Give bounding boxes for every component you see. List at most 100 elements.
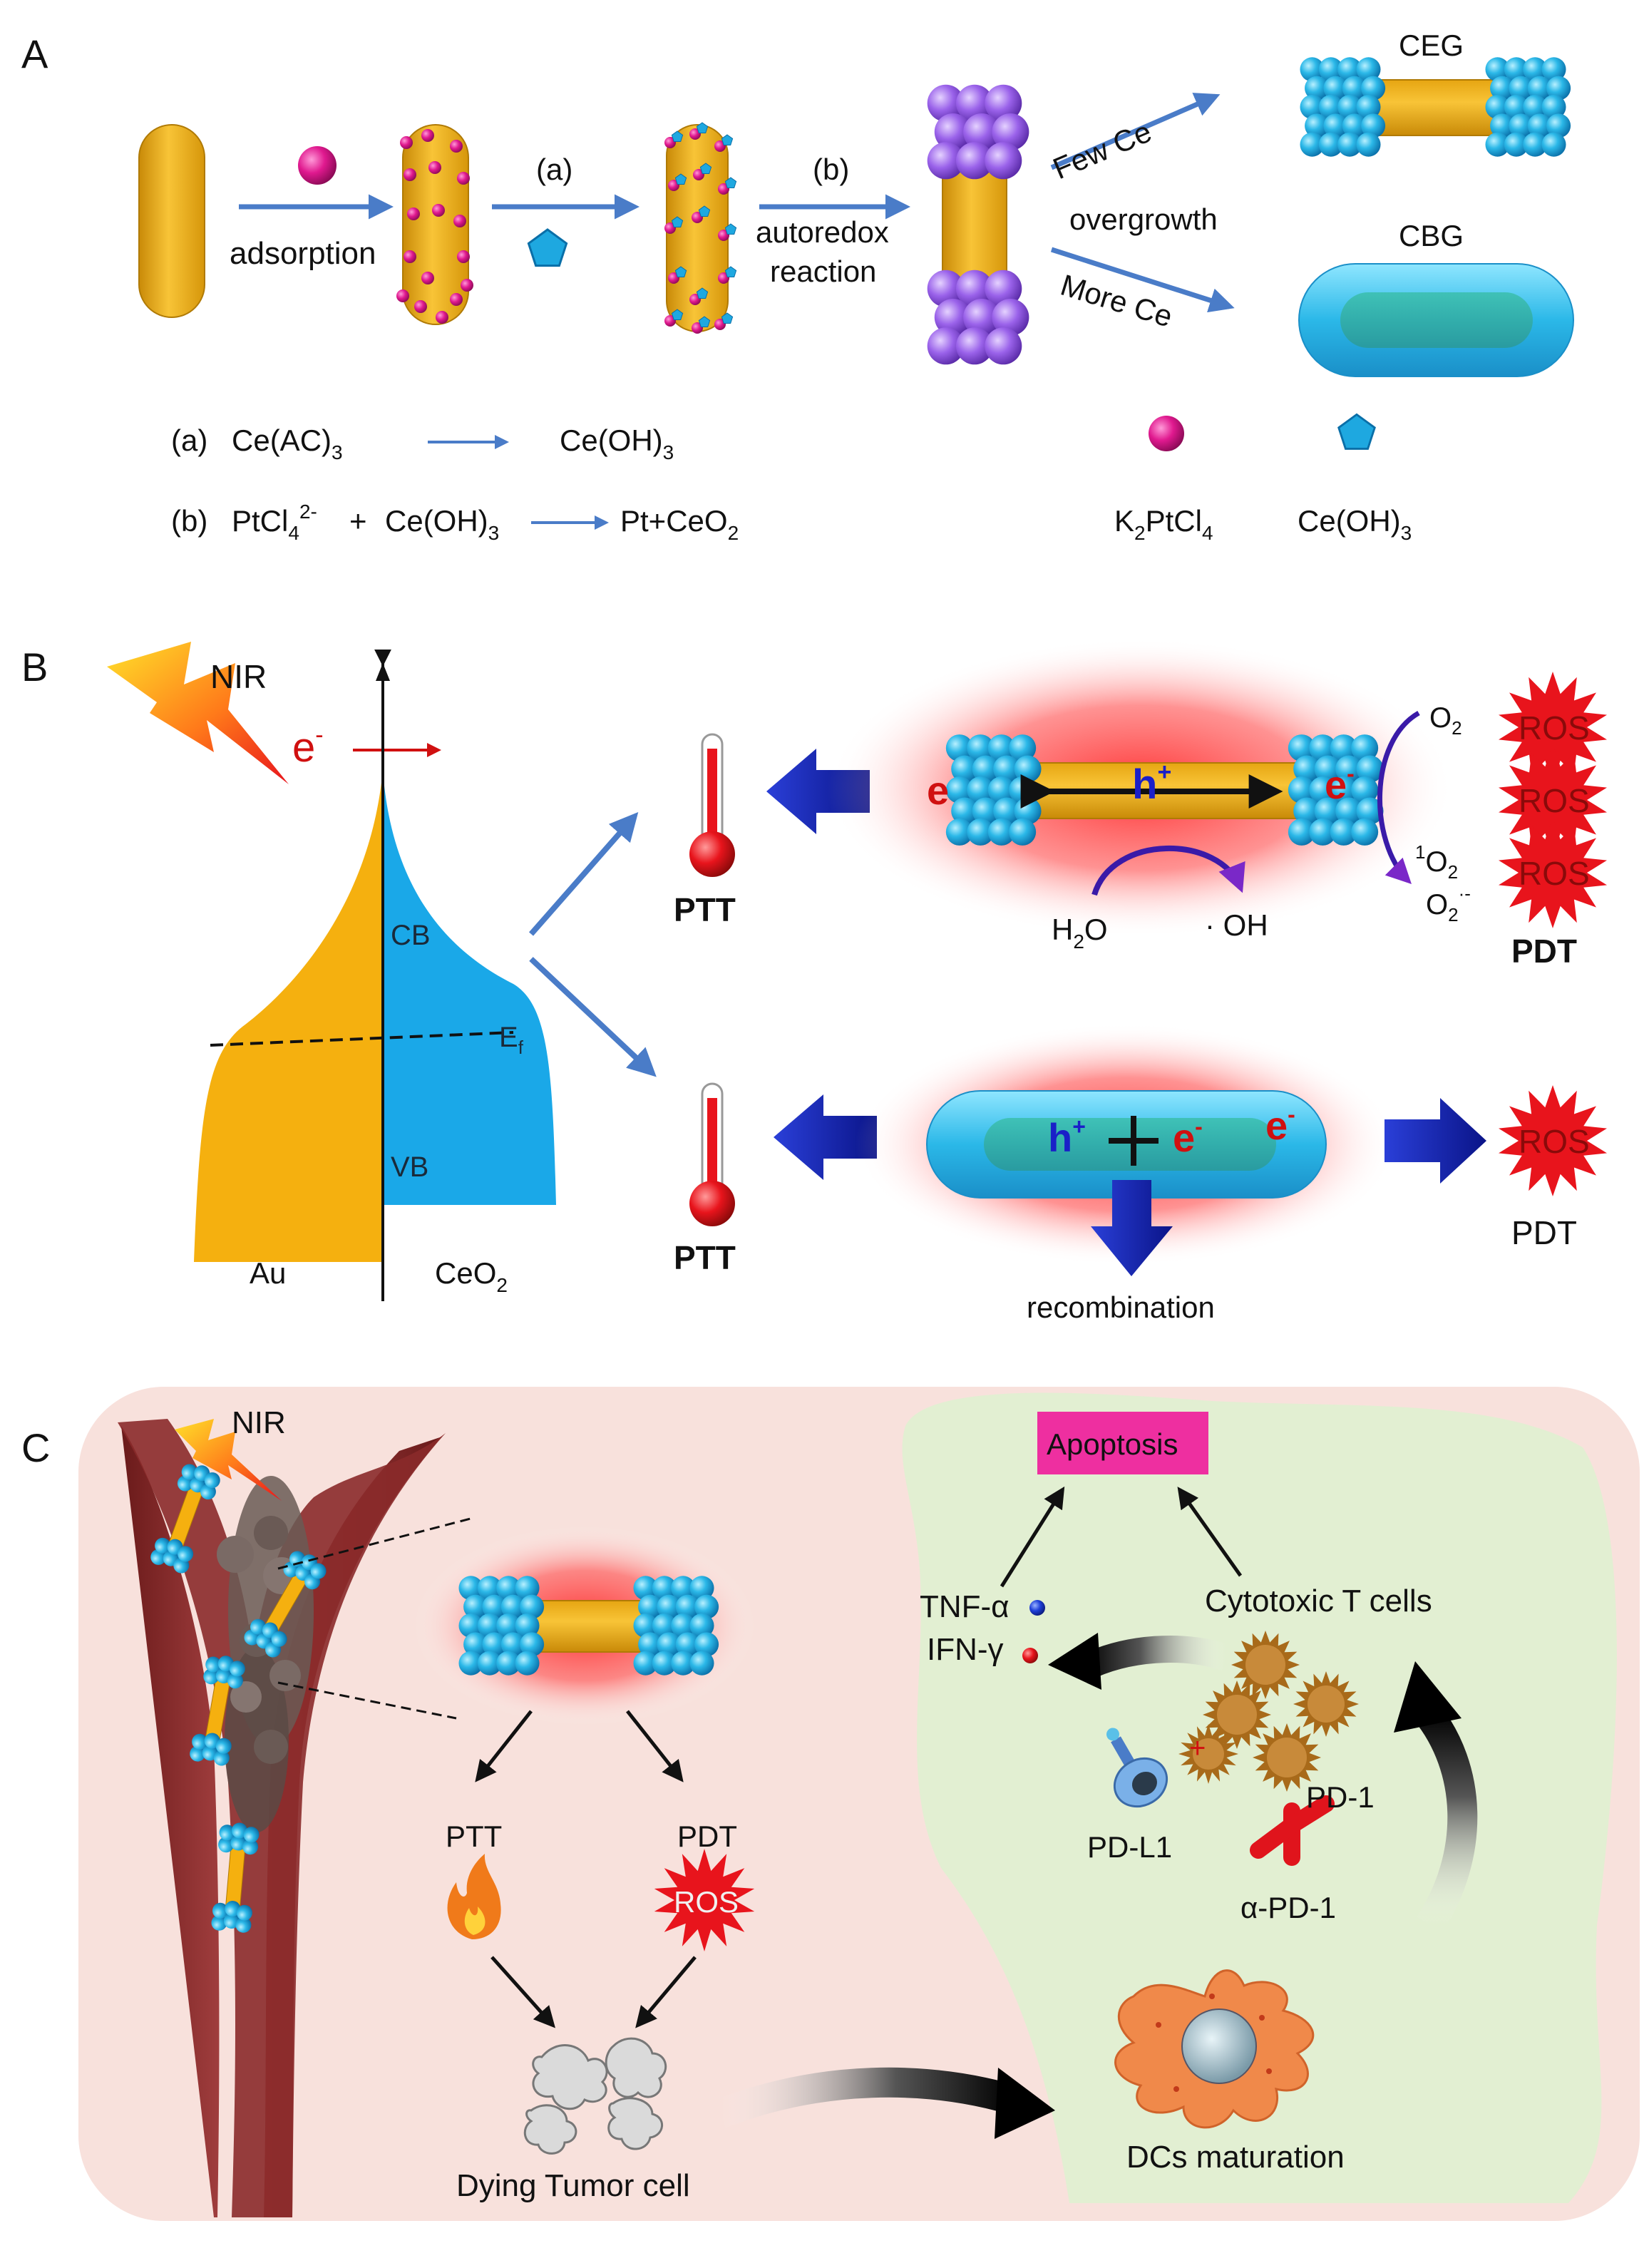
vessel-nanorod-tip-ball [225,1901,241,1917]
singlet-oxygen-label: 1O2 [1415,841,1458,883]
ceo2-cluster-right-ball [1293,797,1321,825]
zoom-cluster-right-ball [657,1594,682,1619]
ceg-cluster-right-ball [1541,57,1566,82]
cb-label: CB [391,920,431,951]
more-ce-label: More Ce [1057,268,1176,334]
zoom-cluster-left-ball [500,1632,525,1657]
ceg-cluster-left-ball [1356,57,1381,82]
ceg-excited [945,734,1384,846]
ceo2-cluster-left-ball [945,776,973,804]
cytokine-to-apoptosis-arrow [1000,1486,1065,1588]
ceg-cluster-left-ball [1337,132,1362,157]
t-cell-icon [1203,1681,1271,1749]
ce-oh3-shape [721,134,734,145]
zoom-cluster-right-ball [671,1613,696,1638]
pdt-top-label: PDT [1511,933,1577,970]
cell-to-dc-arrow-head [995,2068,1055,2139]
ros-star [1499,1085,1607,1196]
ce-oh3-particle [721,134,734,145]
pt-cluster-bottom-ball [934,299,972,336]
vessel-nanorod-tip-ball [192,1733,208,1750]
vessel-nanorod-tip-ball [218,1837,235,1853]
vessel-nanorod-tip-ball [155,1537,171,1554]
ceo2-cluster-left-ball [951,755,979,783]
ceg-cluster-left-ball [1323,76,1348,101]
path-down-arrow [529,957,657,1077]
fermi-level-line [210,1031,514,1047]
ceg-cluster-left-ball [1323,113,1348,138]
pt-cluster-top-ball [985,142,1022,180]
pt-cluster-bottom-ball [927,327,965,365]
eq-a-reactant: Ce(AC)3 [232,424,343,463]
zoom-cluster-left-ball [477,1613,502,1638]
vessel-nanorod-tip [177,1464,220,1500]
panel-a: A adsorption (a) (b) autoredox reaction [21,29,1574,544]
zoom-cluster-left-ball [458,1576,483,1601]
cbg-label: CBG [1399,219,1464,252]
ptt-to-cell-arrow [490,1956,556,2028]
zoom-line-top [277,1517,471,1570]
zoom-cluster-right-ball [671,1576,696,1601]
path-up-arrow [528,811,639,936]
panel-c-letter: C [21,1425,50,1470]
ceg-cluster-right-ball [1485,57,1510,82]
autoredox-label: autoredox [756,215,889,249]
tcell-to-apoptosis-arrow [1177,1487,1243,1577]
vessel-nanorod-tip-ball [250,1618,266,1635]
adsorption-label: adsorption [230,236,376,271]
legend-ce-oh3-label: Ce(OH)3 [1298,504,1412,544]
ceo2-cluster-left-ball [967,734,995,762]
k2ptcl4-particle [428,161,441,174]
electron-left-top: e [927,768,949,813]
eq-a-product: Ce(OH)3 [560,424,674,463]
zoom-cluster-left-ball [496,1576,521,1601]
ceg-cluster-right-ball [1490,76,1515,101]
dying-tumor-cells-icon [523,2037,667,2155]
ifn-gamma-dot [1022,1648,1038,1663]
electron-bottom-mid: e- [1173,1114,1203,1160]
pt-cluster-bottom-ball [956,270,993,307]
vessel-nanorod-tip-ball [271,1631,287,1647]
ceg-cluster-right-ball [1523,95,1548,119]
ros-star [1499,672,1607,783]
hydroxide-rod [664,122,737,334]
ceg-cluster-right-ball [1504,57,1529,82]
zoom-cluster-left-ball [500,1594,525,1619]
t-cell-body [1267,1738,1307,1777]
pd-1-label: PD-1 [1306,1780,1375,1814]
superoxide-label: O2·- [1426,883,1471,925]
pt-cluster-top-ball [956,142,993,180]
to-pdt-arrow [626,1710,684,1782]
thermometer-top-icon [689,733,735,877]
t-cell-body [1308,1685,1345,1723]
few-ce-label: Few Ce [1048,114,1156,185]
legend-k2ptcl4-icon [1149,416,1184,451]
dendritic-cell-icon [1114,1969,1315,2129]
eq-b-plus: + [349,504,367,538]
electron-right-top: e- [1325,761,1355,807]
cbg-excited [926,1090,1327,1199]
zoom-cluster-left-ball [482,1632,507,1657]
zoom-cluster-right-ball [633,1651,658,1676]
k2ptcl4-particle [404,250,416,263]
vessel-nanorod-tip-ball [181,1464,197,1480]
ceo2-cluster-right-ball [1309,776,1337,804]
vessel-nanorod-tip-ball [223,1913,240,1929]
pt-cluster-top-ball [927,84,965,122]
energy-axis-head [376,663,390,681]
cbg-structure [1298,263,1574,377]
pt-cluster-bottom-ball [992,299,1029,336]
k2ptcl4-particle [450,140,463,153]
zoom-cluster-right-ball [694,1594,719,1619]
k2ptcl4-particle [450,293,463,306]
ceg-cluster-left-ball [1305,113,1330,138]
ceo2-cluster-right-ball [1314,797,1342,825]
ceg-cluster-left-ball [1300,57,1325,82]
blocked-interaction-mark: + [1189,1733,1206,1764]
nir-bolt-c-icon [175,1419,282,1501]
cytotoxic-t-cells-label: Cytotoxic T cells [1205,1584,1432,1618]
zoom-cluster-left-ball [520,1632,545,1657]
zoom-cluster-left-ball [515,1613,540,1638]
pt-cluster-bottom-ball [927,270,965,307]
